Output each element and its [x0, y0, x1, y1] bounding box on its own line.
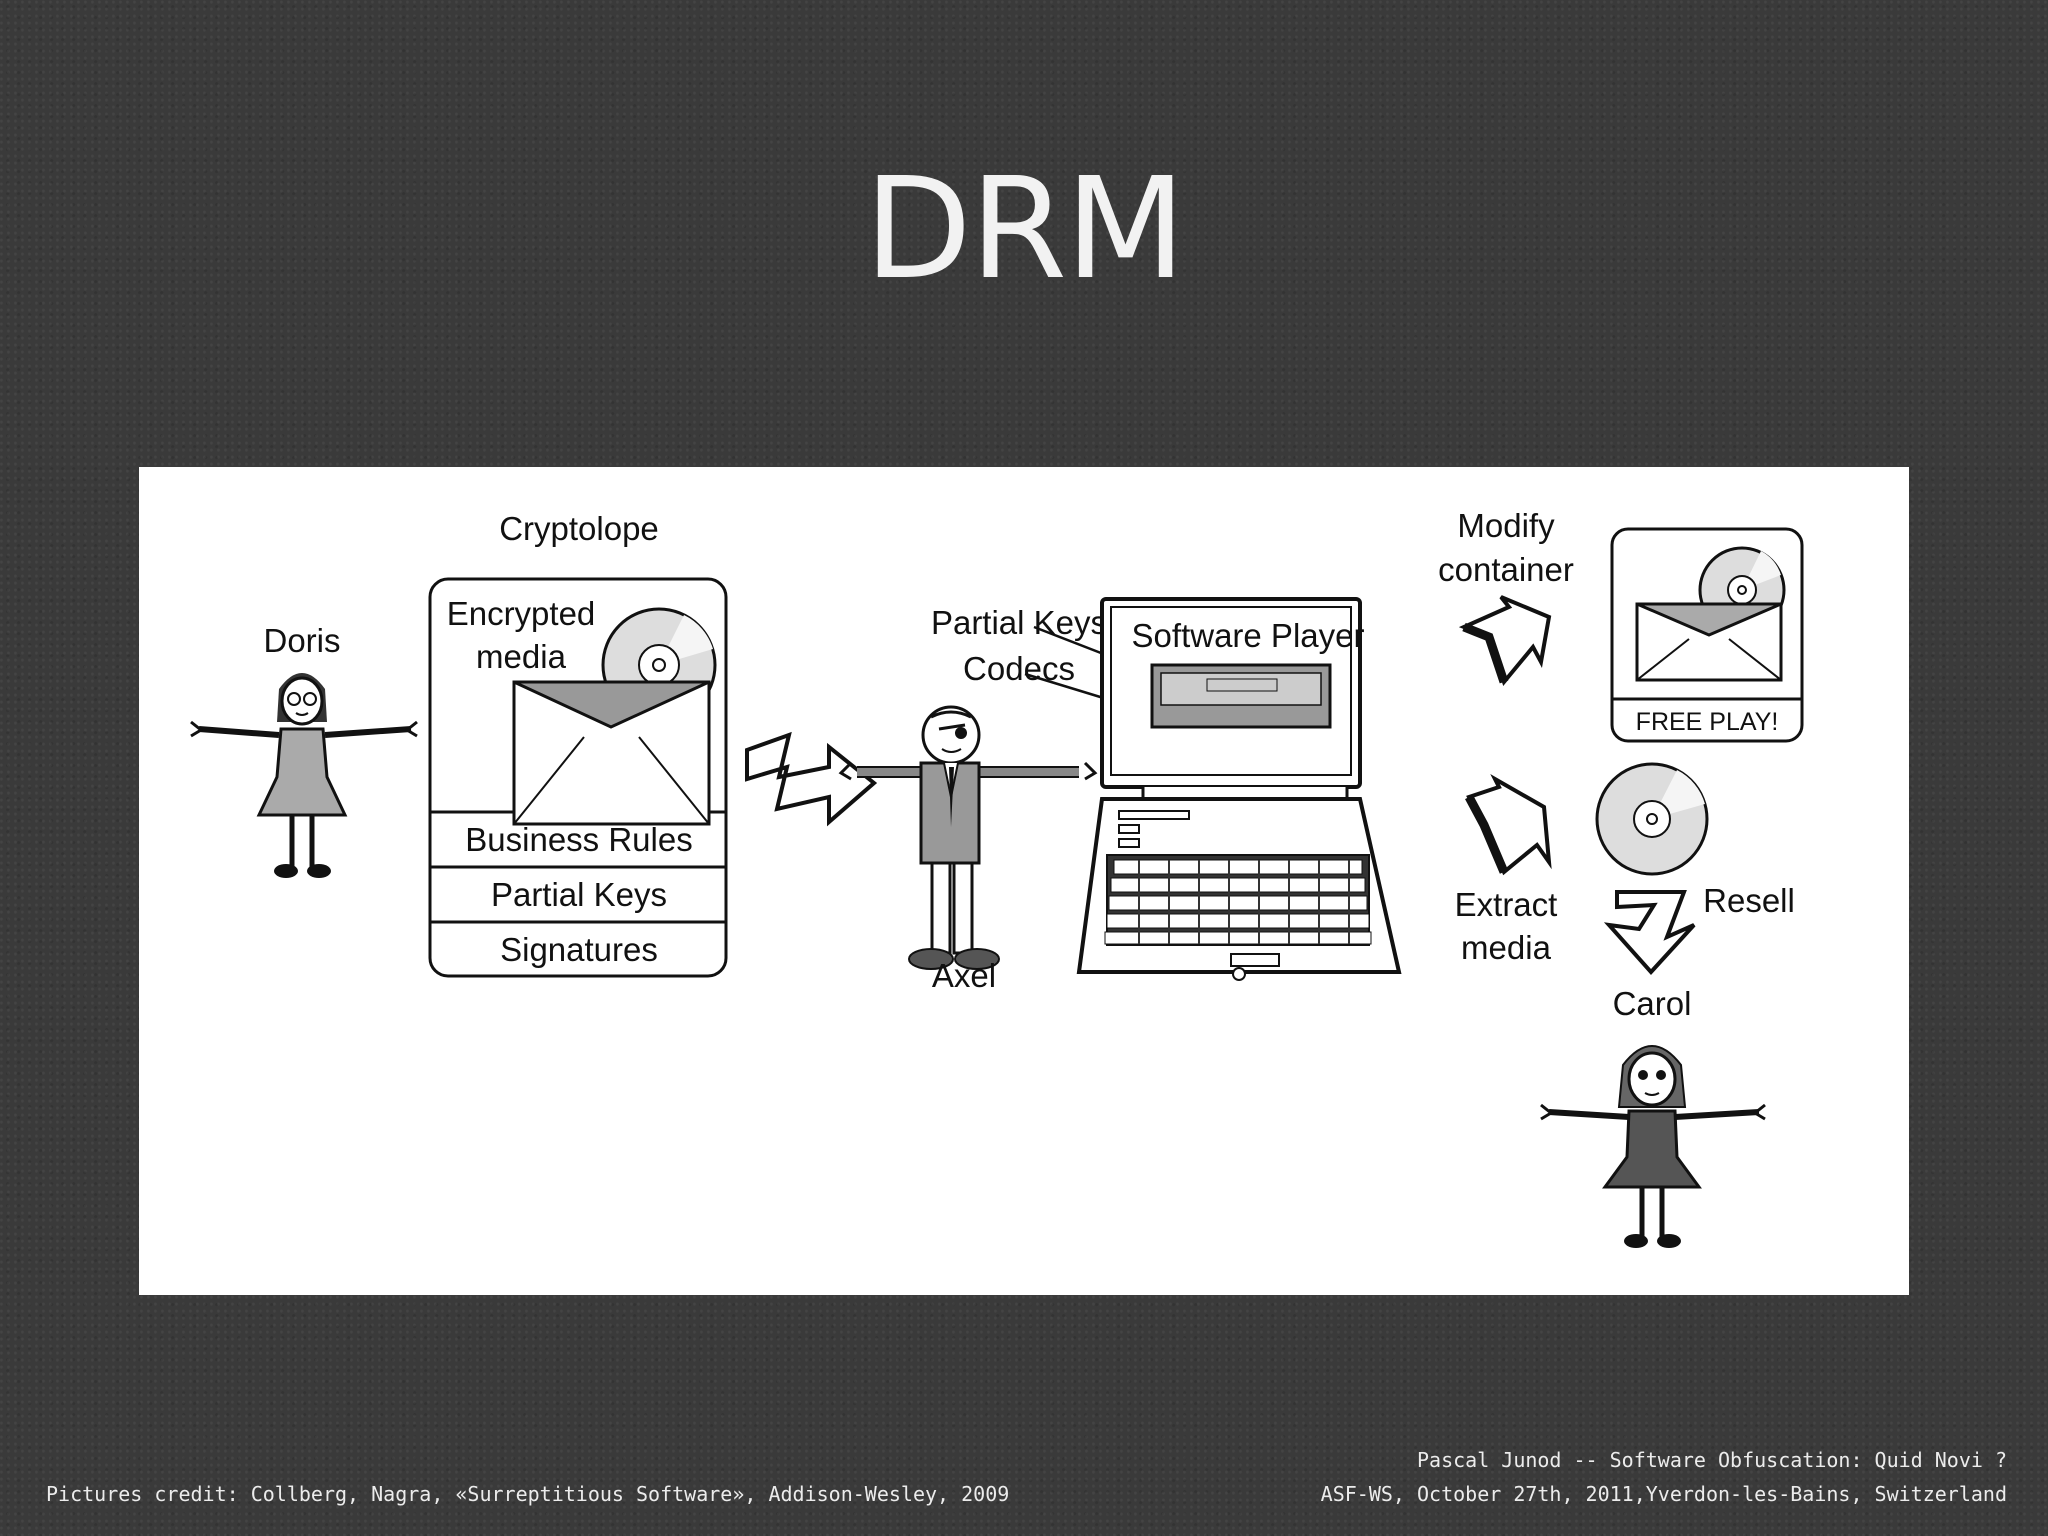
picture-credit: Pictures credit: Collberg, Nagra, «Surre… [46, 1482, 1010, 1506]
modify-lightning-icon [1458, 595, 1552, 687]
media-player-icon [1150, 663, 1332, 729]
envelope-icon [512, 680, 711, 826]
author-line: Pascal Junod -- Software Obfuscation: Qu… [1416, 1448, 2007, 1472]
axel-figure: Axel [838, 705, 1098, 994]
business-rules-row: Business Rules [465, 821, 692, 858]
carol-label: Carol [1613, 985, 1692, 1022]
cryptolope-label: Cryptolope [499, 510, 659, 547]
envelope-icon [1635, 602, 1783, 682]
partial-keys-label: Partial Keys [931, 604, 1107, 641]
partial-keys-row: Partial Keys [491, 876, 667, 913]
modified-container-box: FREE PLAY! [1610, 527, 1804, 743]
laptop-icon: Software Player [1076, 597, 1402, 981]
resell-lightning-icon [1603, 890, 1696, 975]
resell-label: Resell [1703, 882, 1795, 919]
drm-diagram: Doris Cryptolope Encrypted media [139, 467, 1909, 1295]
carol-figure [1540, 1045, 1766, 1248]
extract-label-line1: Extract [1455, 886, 1558, 923]
extracted-cd-icon [1595, 762, 1709, 876]
doris-label: Doris [263, 622, 340, 659]
extract-lightning-icon [1465, 773, 1552, 876]
encrypted-media-line2: media [476, 638, 567, 675]
extract-label-line2: media [1461, 929, 1552, 966]
signatures-row: Signatures [500, 931, 658, 968]
modify-label-line2: container [1438, 551, 1574, 588]
codecs-label: Codecs [963, 650, 1075, 687]
software-player-label: Software Player [1132, 617, 1365, 654]
lightning-arrow-icon [745, 731, 878, 827]
slide-title: DRM [864, 148, 1186, 311]
cryptolope-box: Encrypted media Business Rules Partial K… [428, 577, 728, 978]
footer-meta: Pascal Junod -- Software Obfuscation: Qu… [1321, 1443, 2007, 1511]
encrypted-media-line1: Encrypted [447, 595, 596, 632]
axel-label: Axel [932, 957, 996, 994]
doris-figure: Doris [190, 622, 418, 878]
free-play-label: FREE PLAY! [1636, 708, 1779, 736]
event-line: ASF-WS, October 27th, 2011,Yverdon-les-B… [1320, 1482, 2007, 1506]
modify-label-line1: Modify [1457, 507, 1555, 544]
